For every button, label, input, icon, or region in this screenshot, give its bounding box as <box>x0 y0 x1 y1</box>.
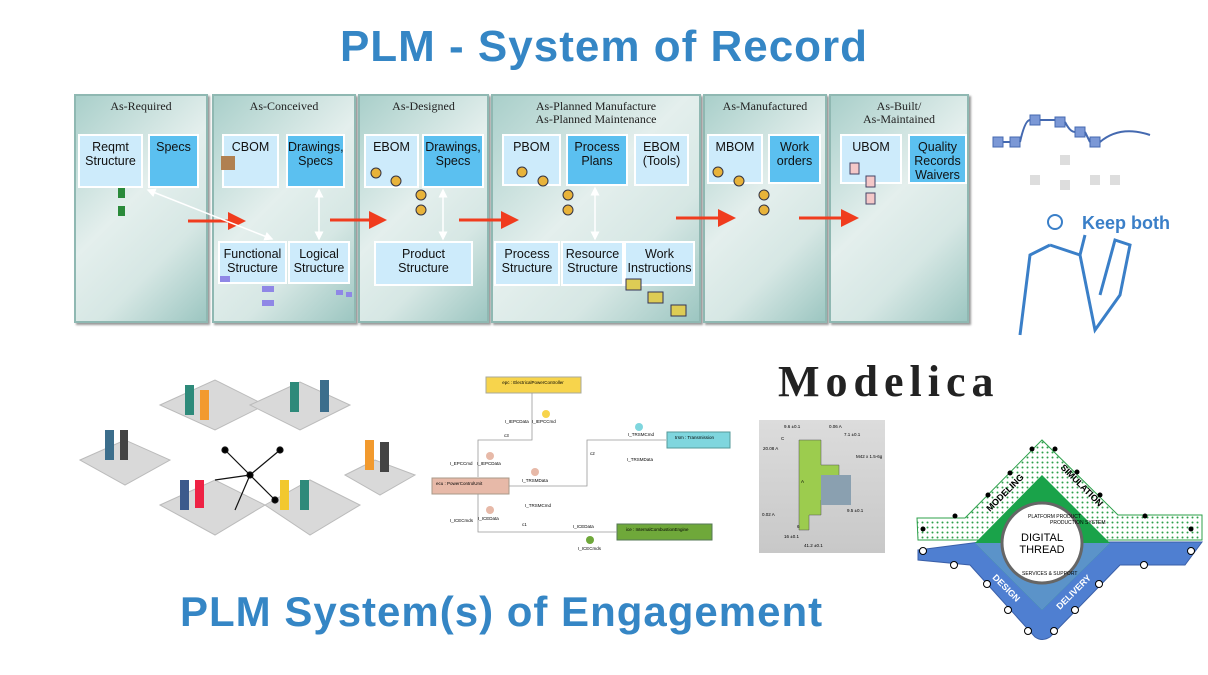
interface-label: I_ICEData <box>573 524 594 529</box>
phase-title-line: As-Planned Maintenance <box>535 112 657 126</box>
dim-label: 41.2 ±0.1 <box>804 543 823 548</box>
work-instruction-icons <box>625 278 687 317</box>
ring-label: PRODUCTION SYSTEM <box>1050 520 1106 526</box>
box-reqmt-structure: Reqmt Structure <box>78 134 143 188</box>
interface-label: I_TRSMData <box>522 478 549 483</box>
box-drawings-specs: Drawings, Specs <box>422 134 484 188</box>
lifecycle-arrows <box>118 156 876 317</box>
connector-label: c1 <box>522 522 527 527</box>
interface-label: I_TRSMData <box>627 457 654 462</box>
box-product-structure: Product Structure <box>374 241 473 286</box>
dim-label: M42 x 1.5-6g <box>856 454 883 459</box>
block-label: ecu : PowerControlUnit <box>436 481 483 486</box>
dim-label: 9.6 ±0.1 <box>784 424 801 429</box>
box-icon <box>221 156 235 170</box>
block-label: ice : InternalCombustionEngine <box>626 527 689 532</box>
phase-title: As-Built/As-Maintained <box>831 100 967 126</box>
collaboration-puzzle-image <box>78 379 417 536</box>
dim-label: 20.08 A <box>763 446 778 451</box>
box-quality-records: Quality Records Waivers <box>908 134 967 184</box>
dim-label: 9.5 ±0.1 <box>847 508 864 513</box>
modeling-simulation-band <box>916 439 1203 541</box>
box-resource-structure: Resource Structure <box>561 241 624 286</box>
phase-title-line: As-Planned Manufacture <box>535 99 657 113</box>
interface-label: I_TRSMCmd <box>628 432 654 437</box>
interface-label: I_IEPCData <box>477 461 501 466</box>
connector-label: c2 <box>590 451 595 456</box>
interface-label: I_IEPCData <box>505 419 529 424</box>
box-process-plans: Process Plans <box>566 134 628 186</box>
dim-label: A <box>801 479 804 484</box>
interface-label: I_ICECmds <box>450 518 474 523</box>
phase-as-conceived: As-Conceived <box>212 94 356 323</box>
dim-label: 6 <box>797 524 800 529</box>
keep-both-graphic: Keep both <box>992 114 1170 336</box>
phase-title: As-Designed <box>392 99 455 113</box>
title-system-of-record: PLM - System of Record <box>339 22 869 71</box>
interface-label: I_EPCCmd <box>450 461 473 466</box>
dim-label: 16 ±0.1 <box>784 534 799 539</box>
gear-icons <box>370 166 770 216</box>
people-icons <box>105 380 389 510</box>
center-label: THREAD <box>1019 544 1064 556</box>
modelica-logo: Modelica <box>778 357 1000 406</box>
digital-thread-hub <box>1000 501 1084 585</box>
phase-title-line: As-Maintained <box>863 112 935 126</box>
phase-title: As-Manufactured <box>722 99 808 113</box>
trace-arrow <box>146 188 274 241</box>
block-label: trsm : Transmission <box>675 435 715 440</box>
phase-as-built: As-Built/As-Maintained <box>829 94 969 323</box>
dim-label: 0.02 A <box>762 512 775 517</box>
box-process-structure: Process Structure <box>494 241 560 286</box>
person-sketch-icon <box>1018 234 1132 336</box>
interface-label: I_IEPCCmd <box>532 419 556 424</box>
ring-label: PLATFORM PRODUCT <box>1028 514 1081 520</box>
cad-drawing-image: 9.6 ±0.1 0.06 A 7.1 ±0.1 C 20.08 A M42 x… <box>759 420 885 553</box>
digital-thread-diagram: DIGITAL THREAD PLATFORM PRODUCT PRODUCTI… <box>916 439 1203 640</box>
interface-label: I_ICECmds <box>578 546 602 551</box>
block-epc <box>485 376 582 394</box>
dim-label: C <box>781 436 785 441</box>
box-work-orders: Work orders <box>768 134 821 184</box>
interface-label: I_TRSMCmd <box>525 503 551 508</box>
center-label: DIGITAL <box>1021 532 1063 544</box>
box-ebom-tools: EBOM (Tools) <box>634 134 689 186</box>
connector-label: c3 <box>504 433 509 438</box>
network-icon <box>214 446 284 511</box>
lightbulb-icon <box>1047 214 1063 230</box>
document-icons <box>849 162 876 205</box>
box-functional-structure: Functional Structure <box>218 241 287 284</box>
interface-label: I_ICEData <box>478 516 499 521</box>
title-systems-of-engagement: PLM System(s) of Engagement <box>180 588 824 635</box>
phase-title: As-Conceived <box>249 99 319 113</box>
sysml-ibd-diagram: epc : ElectricalPowerController ecu : Po… <box>431 376 731 551</box>
block-trsm <box>666 431 731 449</box>
box-logical-structure: Logical Structure <box>288 241 350 284</box>
block-label: epc : ElectricalPowerController <box>502 380 564 385</box>
phase-title: As-Required <box>110 99 172 113</box>
box-pbom: PBOM <box>502 134 561 186</box>
dim-label: 7.1 ±0.1 <box>844 432 861 437</box>
dim-label: 0.06 A <box>829 424 842 429</box>
box-specs: Specs <box>148 134 199 188</box>
phase-title-line: As-Built/ <box>876 99 922 113</box>
box-drawings-specs: Drawings, Specs <box>286 134 345 188</box>
keep-both-label: Keep both <box>1082 213 1170 233</box>
ring-label: SERVICES & SUPPORT <box>1022 571 1077 577</box>
